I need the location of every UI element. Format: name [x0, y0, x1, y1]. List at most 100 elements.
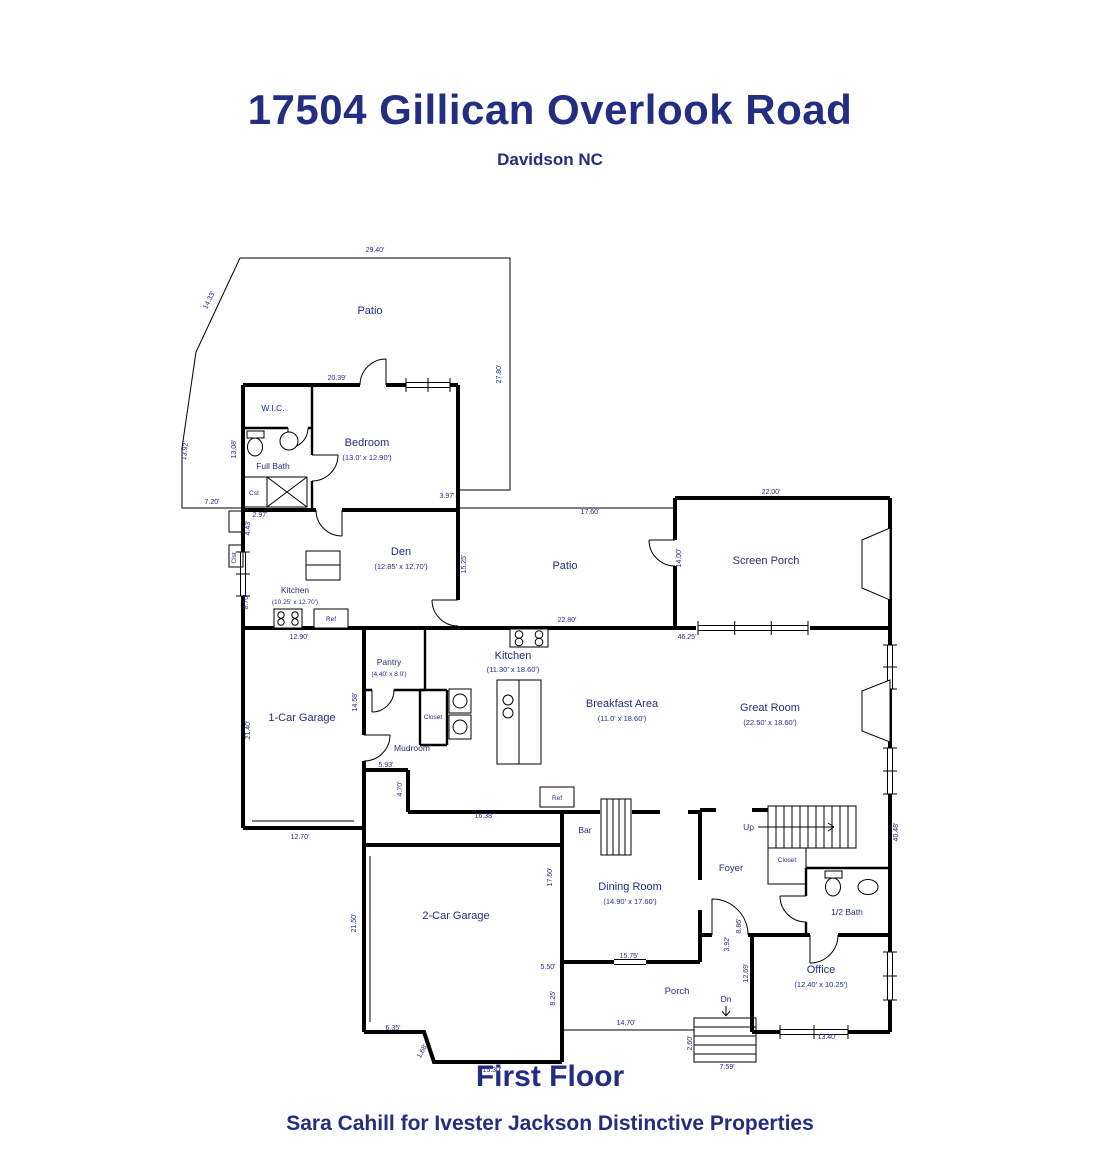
- great-room-fireplace: [861, 679, 891, 743]
- dim-garage2-bottom: 15.30': [483, 1067, 502, 1074]
- dim-kitchen-top: 22.80': [558, 617, 577, 624]
- garage-doors: [252, 820, 371, 1022]
- room-dims-bedroom: (13.0' x 12.90'): [342, 453, 392, 462]
- room-label-patio-top: Patio: [357, 305, 382, 317]
- dim-great-room-top: 46.25': [678, 634, 697, 641]
- room-label-foyer: Foyer: [719, 863, 743, 874]
- dim-mudroom-bottom: 5.93': [379, 762, 394, 769]
- fireplaces: [861, 527, 891, 743]
- stairs-down: [693, 1006, 757, 1063]
- credit-line: Sara Cahill for Ivester Jackson Distinct…: [286, 1112, 814, 1135]
- stove: [509, 628, 549, 648]
- dim-bedroom-top: 20.39': [328, 375, 347, 382]
- refrigerator: [539, 786, 575, 808]
- dim-den-right: 15.25': [461, 555, 468, 574]
- sink: [279, 431, 299, 451]
- room-label-office: Office: [807, 964, 836, 976]
- refrigerator: [313, 608, 349, 629]
- dim-hall-bottom: 16.38': [475, 813, 494, 820]
- dim-patio-top: 29.40': [366, 247, 385, 254]
- dim-office-left: 12.69': [743, 964, 750, 983]
- stairs-up: [758, 805, 857, 885]
- room-dims-den: (12.85' x 12.70'): [374, 562, 428, 571]
- room-label-pantry: Pantry: [377, 657, 402, 667]
- left-closet-notches: [228, 510, 244, 568]
- dim-bath-left: 13.08': [231, 440, 238, 459]
- laundry-appliances: [448, 688, 472, 740]
- room-label-screen-porch: Screen Porch: [733, 555, 800, 567]
- shower: [266, 476, 308, 508]
- toilet-tank: [246, 430, 265, 439]
- dim-garage1-left: 21.40': [245, 721, 252, 740]
- half-bath-fixtures: [824, 870, 879, 897]
- room-label-cst: Cst: [249, 490, 259, 497]
- down-arrow: [721, 1006, 731, 1017]
- room-dims-breakfast: (11.0' x 18.60'): [598, 714, 647, 723]
- interior-walls: [243, 385, 890, 935]
- room-dims-office: (12.40' x 10.25'): [794, 980, 848, 989]
- dim-office-bottom: 13.40': [818, 1034, 837, 1041]
- dim-garage1-bottom: 12.70': [291, 834, 310, 841]
- room-label-bar: Bar: [578, 825, 591, 835]
- dim-dining-bottom: 15.75': [620, 953, 639, 960]
- dim-front-steps-side: 2.60': [687, 1036, 694, 1051]
- room-dims-kitchen-main: (11.30' x 18.60'): [487, 665, 540, 674]
- toilet-tank: [824, 870, 843, 879]
- dim-patio-bottom: 7.20': [205, 499, 220, 506]
- room-label-kitchen-main: Kitchen: [495, 650, 532, 662]
- room-label-wic: W.I.C.: [261, 403, 284, 413]
- dim-garage2-step: 5.50': [541, 964, 556, 971]
- dim-kitchen-small-left: 8.70': [243, 595, 250, 610]
- dim-patio-mid-top: 17.60': [581, 509, 600, 516]
- dimension-labels: 29.40' 27.80' 14.33' 13.92' 7.20' 20.39'…: [181, 247, 900, 1074]
- room-label-mudroom: Mudroom: [394, 743, 430, 753]
- doors: [287, 358, 839, 965]
- main-kitchen-fixtures: [496, 628, 575, 808]
- room-label-den: Den: [391, 546, 411, 558]
- dim-patio-upper-left: 14.33': [202, 290, 217, 310]
- screen-porch-fireplace: [861, 527, 891, 601]
- room-label-ref-small: Ref: [326, 616, 336, 623]
- room-label-porch: Porch: [665, 986, 690, 997]
- dim-foyer-step-a: 3.92': [724, 937, 731, 952]
- patio-outlines: [181, 257, 694, 1031]
- dim-mudroom-step: 4.70': [397, 782, 404, 797]
- dim-screen-porch-top: 22.00': [762, 489, 781, 496]
- den-kitchen-fixtures: [273, 550, 349, 629]
- page-title: 17504 Gillican Overlook Road: [247, 86, 853, 133]
- room-label-dn: Dn: [721, 994, 732, 1004]
- room-label-closet-mud: Closet: [424, 714, 443, 721]
- dim-garage2-left: 21.50': [351, 914, 358, 933]
- full-bath-fixtures: [242, 430, 308, 508]
- room-label-ref-main: Ref: [552, 795, 562, 802]
- dim-porch-bottom: 14.70': [617, 1020, 636, 1027]
- room-label-kitchen-small: Kitchen: [281, 585, 310, 595]
- dim-garage1-top: 12.90': [290, 634, 309, 641]
- dim-front-steps-width: 7.59': [720, 1064, 735, 1071]
- room-label-great-room: Great Room: [740, 702, 800, 714]
- room-label-garage2: 2-Car Garage: [422, 910, 489, 922]
- room-label-breakfast: Breakfast Area: [586, 698, 659, 710]
- sink: [857, 879, 879, 895]
- room-labels: Patio W.I.C. Bedroom (13.0' x 12.90') Fu…: [231, 305, 863, 1004]
- room-label-bedroom: Bedroom: [345, 437, 390, 449]
- dim-garage2-corner: 1.68': [416, 1043, 429, 1060]
- room-label-full-bath: Full Bath: [256, 461, 290, 471]
- room-label-clst: Clst: [231, 552, 238, 563]
- room-label-up: Up: [743, 822, 754, 832]
- toilet-bowl: [247, 437, 263, 457]
- room-label-half-bath: 1/2 Bath: [831, 907, 863, 917]
- room-dims-dining: (14.90' x 17.60'): [603, 897, 657, 906]
- up-arrow: [758, 822, 835, 832]
- dim-patio-left: 13.92': [181, 441, 190, 461]
- room-label-garage1: 1-Car Garage: [268, 712, 335, 724]
- dim-garage2-right: 8.25': [550, 991, 557, 1006]
- dim-bath-step: 2.97': [253, 512, 268, 519]
- floor-label: First Floor: [475, 1060, 625, 1093]
- room-dims-kitchen-small: (10.25' x 12.70'): [272, 599, 318, 606]
- stove: [273, 608, 303, 629]
- room-label-patio-mid: Patio: [552, 560, 577, 572]
- page-subtitle: Davidson NC: [497, 150, 603, 169]
